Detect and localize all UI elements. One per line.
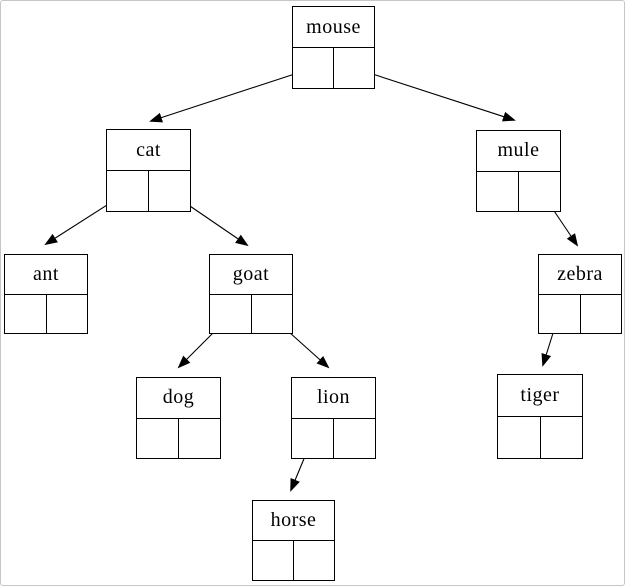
node-label-ant: ant	[5, 255, 87, 295]
node-label-lion: lion	[292, 378, 375, 419]
right-pointer-cell-ant	[47, 295, 88, 333]
tree-node-zebra: zebra	[538, 254, 622, 334]
tree-node-lion: lion	[291, 377, 376, 459]
tree-node-dog: dog	[136, 377, 221, 459]
node-label-goat: goat	[210, 255, 292, 295]
left-pointer-cell-goat	[210, 294, 252, 333]
right-pointer-cell-dog	[179, 419, 220, 458]
node-label-horse: horse	[253, 501, 334, 542]
right-pointer-cell-lion	[334, 419, 375, 458]
left-pointer-cell-mouse	[293, 48, 334, 88]
pointer-cells-goat	[210, 294, 293, 333]
pointer-cells-mule	[477, 171, 560, 211]
pointer-cells-tiger	[498, 417, 582, 458]
node-label-dog: dog	[137, 378, 220, 419]
left-pointer-cell-zebra	[539, 294, 581, 333]
right-pointer-cell-tiger	[541, 417, 583, 458]
pointer-cells-mouse	[293, 48, 374, 88]
node-label-zebra: zebra	[539, 255, 621, 295]
pointer-cells-zebra	[539, 294, 622, 333]
pointer-cells-horse	[253, 541, 334, 580]
tree-node-horse: horse	[252, 500, 335, 581]
edge-mouse-mule	[353, 67, 516, 122]
edge-mouse-cat	[149, 67, 314, 123]
node-label-mouse: mouse	[293, 7, 374, 49]
right-pointer-cell-mouse	[334, 48, 374, 88]
right-pointer-cell-zebra	[581, 295, 622, 333]
pointer-cells-cat	[107, 171, 190, 211]
node-label-mule: mule	[477, 131, 560, 172]
left-pointer-cell-lion	[292, 418, 334, 458]
tree-node-ant: ant	[4, 254, 88, 334]
left-pointer-cell-ant	[5, 294, 47, 333]
left-pointer-cell-tiger	[498, 417, 541, 458]
right-pointer-cell-mule	[519, 172, 560, 211]
pointer-cells-lion	[292, 418, 375, 458]
pointer-cells-ant	[5, 294, 88, 333]
node-label-cat: cat	[107, 130, 190, 172]
node-label-tiger: tiger	[498, 375, 582, 418]
tree-node-mule: mule	[476, 130, 561, 212]
tree-node-mouse: mouse	[292, 6, 375, 89]
left-pointer-cell-cat	[107, 171, 149, 211]
left-pointer-cell-dog	[137, 418, 179, 458]
left-pointer-cell-horse	[253, 541, 294, 580]
left-pointer-cell-mule	[477, 171, 519, 211]
right-pointer-cell-goat	[252, 295, 293, 333]
right-pointer-cell-horse	[294, 541, 334, 580]
tree-node-tiger: tiger	[497, 374, 583, 459]
tree-node-cat: cat	[106, 129, 191, 212]
pointer-cells-dog	[137, 418, 220, 458]
right-pointer-cell-cat	[149, 171, 190, 211]
tree-node-goat: goat	[209, 254, 293, 334]
